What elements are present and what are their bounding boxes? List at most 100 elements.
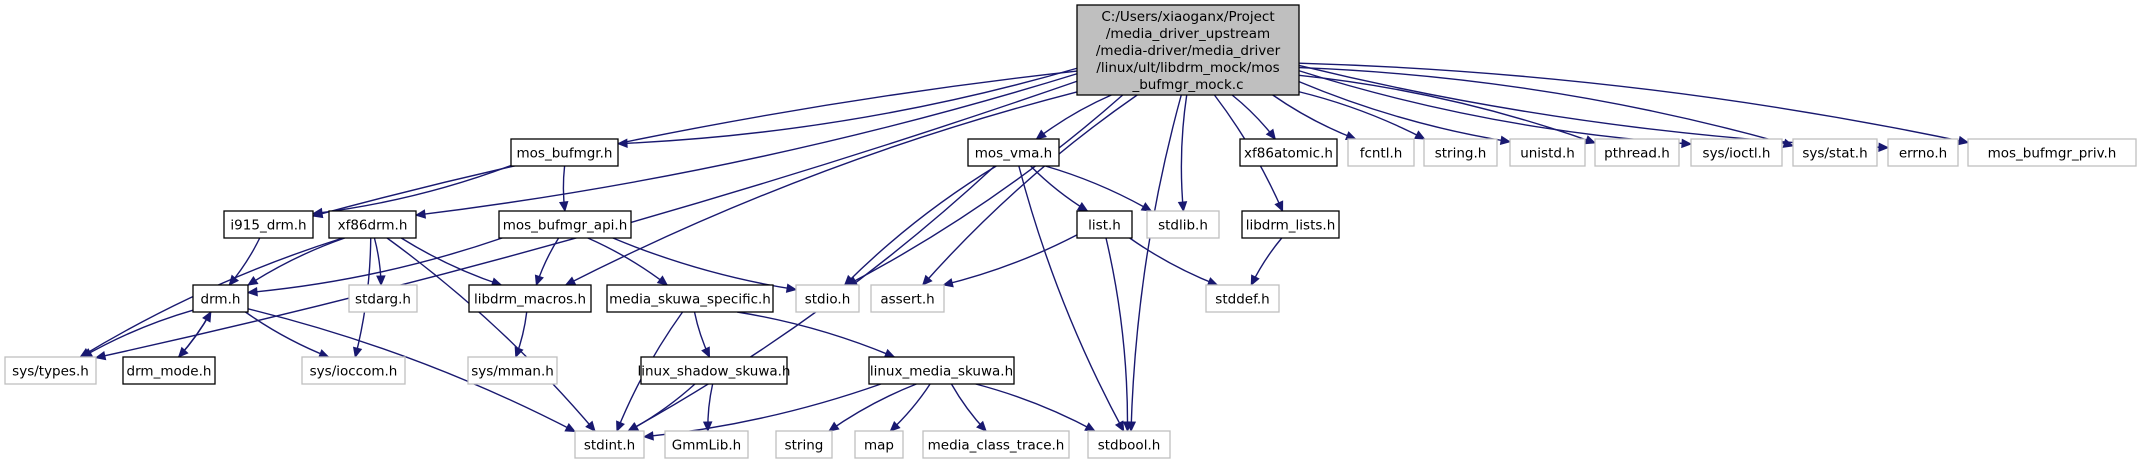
header-node-mos-bufmgr-api-h[interactable]: mos_bufmgr_api.h bbox=[498, 210, 632, 239]
include-edge bbox=[247, 308, 576, 433]
include-edge bbox=[643, 383, 882, 438]
node-label: GmmLib.h bbox=[672, 438, 741, 454]
node-box bbox=[510, 138, 619, 167]
node-box bbox=[854, 430, 904, 459]
arrowhead bbox=[514, 346, 524, 359]
node-box bbox=[1205, 284, 1280, 313]
arrowhead bbox=[1250, 274, 1260, 287]
node-label: i915_drm.h bbox=[230, 218, 306, 234]
include-edge bbox=[975, 383, 1096, 432]
header-node-mos-vma-h[interactable]: mos_vma.h bbox=[967, 138, 1060, 167]
include-edge bbox=[400, 237, 502, 286]
node-box bbox=[775, 430, 833, 459]
arrowhead bbox=[702, 421, 713, 433]
node-label: media_skuwa_specific.h bbox=[609, 292, 771, 308]
arrowhead bbox=[1140, 202, 1153, 212]
node-box bbox=[1076, 4, 1300, 96]
node-box bbox=[468, 284, 592, 313]
header-node-libdrm-macros-h[interactable]: libdrm_macros.h bbox=[468, 284, 592, 313]
node-label: pthread.h bbox=[1604, 146, 1670, 162]
header-node-sys-stat-h: sys/stat.h bbox=[1792, 138, 1878, 167]
node-box bbox=[1087, 430, 1171, 459]
include-edge bbox=[1045, 165, 1152, 212]
node-box bbox=[1241, 210, 1340, 239]
include-edge bbox=[1272, 94, 1356, 140]
include-edge bbox=[1298, 74, 1596, 144]
header-node-gmmlib-h: GmmLib.h bbox=[664, 430, 749, 459]
include-edge bbox=[1130, 94, 1182, 432]
arrowhead bbox=[616, 138, 628, 149]
node-box bbox=[795, 284, 860, 313]
include-edge bbox=[312, 70, 1078, 217]
node-box bbox=[1792, 138, 1878, 167]
node-box bbox=[301, 356, 406, 385]
node-box bbox=[1076, 210, 1133, 239]
node-label: mos_vma.h bbox=[975, 146, 1052, 162]
node-label: /linux/ult/libdrm_mock/mos bbox=[1096, 60, 1279, 76]
node-box bbox=[922, 430, 1070, 459]
root-file-node[interactable]: C:/Users/xiaoganx/Project/media_driver_u… bbox=[1076, 4, 1300, 96]
include-edge bbox=[1298, 62, 1969, 144]
header-node-media-skuwa-specific-h[interactable]: media_skuwa_specific.h bbox=[606, 284, 774, 313]
node-box bbox=[606, 284, 774, 313]
include-edge bbox=[828, 383, 917, 432]
header-node-xf86atomic-h[interactable]: xf86atomic.h bbox=[1239, 138, 1338, 167]
arrowhead bbox=[1122, 421, 1133, 433]
header-node-drm-h[interactable]: drm.h bbox=[192, 284, 249, 313]
node-box bbox=[870, 284, 945, 313]
node-label: map bbox=[864, 438, 894, 454]
node-box bbox=[1347, 138, 1415, 167]
node-box bbox=[664, 430, 749, 459]
arrowhead bbox=[585, 420, 596, 432]
node-box bbox=[868, 356, 1015, 385]
arrowhead bbox=[1499, 135, 1512, 146]
arrowhead bbox=[883, 348, 896, 358]
header-node-drm-mode-h[interactable]: drm_mode.h bbox=[122, 356, 216, 385]
node-box bbox=[348, 284, 418, 313]
include-edge bbox=[1298, 81, 1511, 143]
header-node-i915-drm-h[interactable]: i915_drm.h bbox=[223, 210, 314, 239]
header-node-list-h[interactable]: list.h bbox=[1076, 210, 1133, 239]
arrowhead bbox=[656, 275, 669, 286]
arrowhead bbox=[352, 346, 363, 359]
include-edge bbox=[1129, 237, 1218, 286]
header-node-sys-ioctl-h: sys/ioctl.h bbox=[1690, 138, 1783, 167]
arrowhead bbox=[1878, 142, 1890, 153]
header-node-xf86drm-h[interactable]: xf86drm.h bbox=[328, 210, 417, 239]
arrowhead bbox=[889, 421, 901, 432]
node-box bbox=[122, 356, 216, 385]
node-box bbox=[574, 430, 645, 459]
node-label: fcntl.h bbox=[1360, 146, 1403, 162]
header-node-mos-bufmgr-h[interactable]: mos_bufmgr.h bbox=[510, 138, 619, 167]
arrowhead bbox=[1035, 129, 1047, 140]
header-node-stddef-h: stddef.h bbox=[1205, 284, 1280, 313]
node-box bbox=[223, 210, 314, 239]
node-label: mos_bufmgr_api.h bbox=[503, 218, 628, 234]
arrowhead bbox=[1076, 201, 1089, 212]
include-edge bbox=[617, 67, 1078, 145]
node-label: errno.h bbox=[1899, 146, 1947, 162]
arrowhead bbox=[828, 421, 840, 432]
header-node-stdbool-h: stdbool.h bbox=[1087, 430, 1171, 459]
node-label: libdrm_lists.h bbox=[1246, 218, 1336, 234]
node-box bbox=[1594, 138, 1680, 167]
arrowhead bbox=[942, 278, 954, 288]
node-label: /media-driver/media_driver bbox=[1096, 43, 1281, 59]
header-node-linux-shadow-skuwa-h[interactable]: linux_shadow_skuwa.h bbox=[638, 356, 791, 385]
node-box bbox=[192, 284, 249, 313]
arrowhead bbox=[94, 350, 107, 361]
arrowhead bbox=[1265, 128, 1277, 140]
arrowhead bbox=[785, 283, 798, 293]
node-label: sys/stat.h bbox=[1802, 146, 1867, 162]
arrowhead bbox=[534, 274, 544, 287]
include-edge bbox=[846, 94, 1124, 286]
header-node-linux-media-skuwa-h[interactable]: linux_media_skuwa.h bbox=[868, 356, 1015, 385]
include-edge bbox=[1018, 165, 1125, 432]
node-box bbox=[4, 356, 97, 385]
node-label: stddef.h bbox=[1215, 292, 1269, 308]
arrowhead bbox=[627, 422, 639, 432]
node-label: drm.h bbox=[201, 292, 241, 308]
node-label: unistd.h bbox=[1520, 146, 1575, 162]
header-node-libdrm-lists-h[interactable]: libdrm_lists.h bbox=[1241, 210, 1340, 239]
node-label: string.h bbox=[1435, 146, 1487, 162]
